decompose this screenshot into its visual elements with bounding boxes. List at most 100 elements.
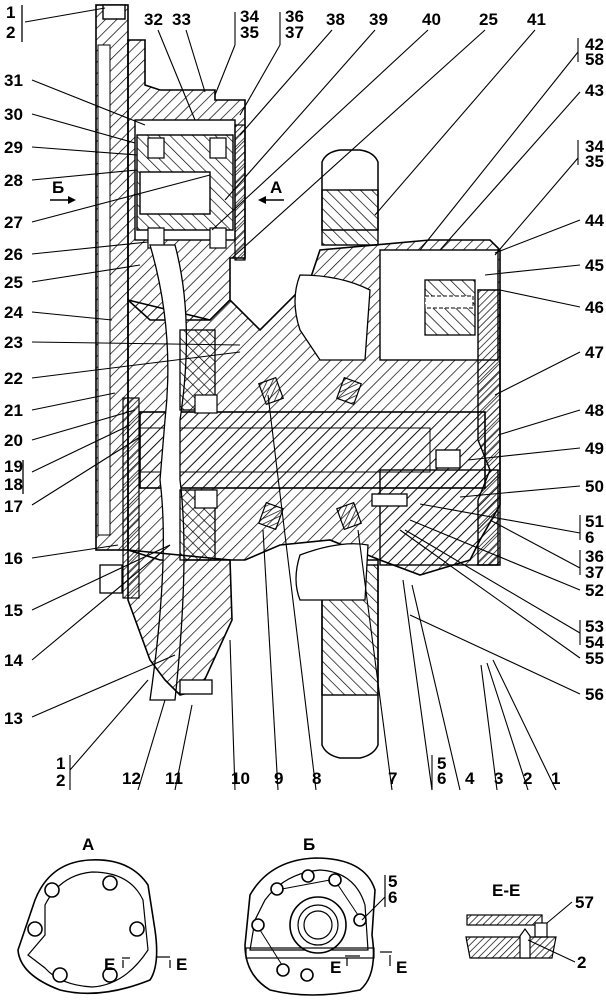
callout-36: 36 [285,7,304,26]
housing-cavity-bottom [295,543,369,601]
callout-6: 6 [437,769,446,788]
callout-6-right: 6 [585,528,594,547]
callout-19: 19 [4,457,23,476]
top-bolt [102,4,126,20]
callout-21: 21 [4,401,23,420]
view-b-hub-inner [303,910,333,940]
callout-10: 10 [231,769,250,788]
callout-23: 23 [4,333,23,352]
view-b-bolt-7 [300,968,314,982]
view-b-bolt-1 [301,869,315,883]
view-arrow-a-letter: А [270,178,282,197]
callout-1-b: 1 [551,769,560,788]
shaft-end-bolt [435,449,461,469]
callout-18: 18 [4,475,23,494]
callout-24: 24 [4,303,23,322]
auxiliary-view-b: Б 5 6 Е Е [244,835,407,996]
view-b-bolt-2 [328,873,342,887]
shaft-bearing-2 [194,489,218,509]
callout-34-right: 34 [585,137,604,156]
callout-7: 7 [388,769,397,788]
view-b-hub-mid [297,904,339,946]
view-b-bolt-4 [353,913,367,927]
callout-33: 33 [172,10,191,29]
callout-35: 35 [240,23,259,42]
callouts-top: 32 33 34 35 36 37 38 39 40 25 41 42 58 [144,7,604,69]
callout-40: 40 [422,10,441,29]
leader-lines [24,7,581,791]
callout-42: 42 [585,35,604,54]
lower-plug [99,564,123,594]
callout-46: 46 [585,298,604,317]
callout-29: 29 [4,138,23,157]
callout-28: 28 [4,171,23,190]
callout-48: 48 [585,401,604,420]
idler-cover [234,124,246,261]
callout-37: 37 [285,23,304,42]
callout-16: 16 [4,549,23,568]
view-b-title: Б [303,835,315,854]
callout-2: 2 [6,23,15,42]
callouts-right: 43 34 35 44 45 46 47 48 49 50 51 6 36 37… [585,81,604,704]
callout-34: 34 [240,7,259,26]
callout-49: 49 [585,439,604,458]
callout-27: 27 [4,213,23,232]
view-b-bolt-3 [270,882,284,896]
section-e-e-callout-2: 2 [577,953,586,972]
callout-1: 1 [6,3,15,22]
view-b-callout-6: 6 [388,888,397,907]
callout-5: 5 [437,754,446,773]
callout-55: 55 [585,649,604,668]
callout-30: 30 [4,105,23,124]
callout-58: 58 [585,50,604,69]
section-e-e-base [465,936,557,959]
view-b-foot [245,947,375,959]
callout-47: 47 [585,343,604,362]
section-e-e-plug [534,922,548,938]
view-a-bolt-3 [27,921,43,937]
callout-8: 8 [312,769,321,788]
view-arrow-b: Б [50,178,76,204]
callout-3: 3 [494,769,503,788]
callout-53: 53 [585,617,604,636]
idler-bearing-upper-right [209,137,227,159]
callout-50: 50 [585,477,604,496]
callout-14: 14 [4,651,23,670]
view-a-bolt-5 [52,967,68,983]
view-b-section-mark-left: Е [330,958,341,977]
section-e-e-pin [519,927,531,959]
view-a-title: А [82,835,94,854]
section-e-e-title: Е-Е [492,881,520,900]
callout-2-bottom: 2 [56,771,65,790]
callouts-left: 1 2 31 30 29 28 27 26 25 24 23 22 21 20 … [4,3,24,728]
view-arrow-a: А [258,178,284,204]
tapered-bearing-2 [336,376,362,406]
callout-32: 32 [144,10,163,29]
callouts-bottom: 1 2 12 11 10 9 8 7 5 6 4 3 2 1 [56,754,560,790]
planet-bearing-upper [424,295,474,309]
shaft-bearing-1 [194,394,218,414]
callout-36-right: 36 [585,547,604,566]
main-shaft [139,411,486,489]
callout-25-top: 25 [479,10,498,29]
callout-9: 9 [274,769,283,788]
view-b-bolt-5 [251,918,265,932]
callout-37-right: 37 [585,563,604,582]
callout-51: 51 [585,512,604,531]
view-a-bolt-1 [44,882,60,898]
callout-39: 39 [369,10,388,29]
callout-26: 26 [4,245,23,264]
view-a-section-mark-left: Е [104,955,115,974]
section-view-e-e: Е-Е 57 2 [465,881,594,972]
output-gear-hub-top [321,189,379,246]
view-arrow-b-letter: Б [52,178,64,197]
callout-45: 45 [585,256,604,275]
shaft-bore-line [139,427,431,473]
idler-bearing-lower-right [209,227,227,249]
view-b-callout-5: 5 [388,872,397,891]
lower-bolt [179,679,213,695]
callout-12: 12 [122,769,141,788]
callout-41: 41 [527,10,546,29]
view-a-bolt-6 [102,967,118,983]
callout-25: 25 [4,273,23,292]
